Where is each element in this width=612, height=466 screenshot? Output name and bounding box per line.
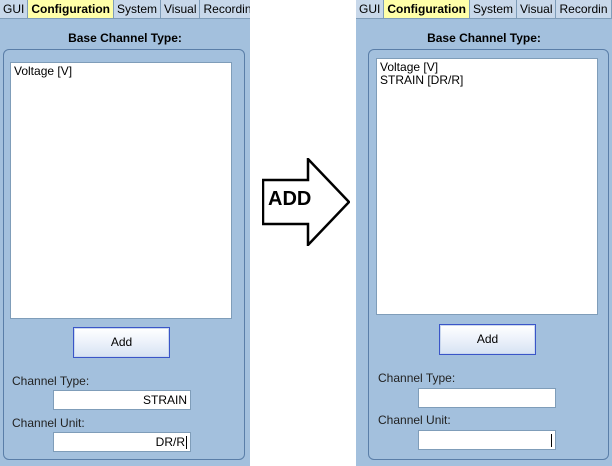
tab-visual[interactable]: Visual (161, 0, 201, 18)
tab-bar: GUI Configuration System Visual Recordin (0, 0, 250, 19)
add-button[interactable]: Add (73, 327, 170, 358)
channel-type-field[interactable]: STRAIN (53, 390, 191, 410)
channel-type-field[interactable] (418, 388, 556, 408)
channel-type-list[interactable]: Voltage [V] (10, 62, 232, 319)
tab-system[interactable]: System (470, 0, 518, 18)
channel-unit-field[interactable] (418, 430, 556, 450)
channel-unit-field[interactable]: DR/R (53, 432, 191, 452)
list-item[interactable]: Voltage [V] (14, 64, 73, 78)
tab-system[interactable]: System (114, 0, 162, 18)
tab-visual[interactable]: Visual (517, 0, 557, 18)
channel-type-label: Channel Type: (12, 374, 90, 388)
tab-gui[interactable]: GUI (356, 0, 385, 18)
text-caret (186, 436, 187, 450)
tab-configuration[interactable]: Configuration (28, 0, 114, 18)
tab-recording[interactable]: Recordin (556, 0, 612, 18)
group-title: Base Channel Type: (68, 31, 182, 45)
list-item[interactable]: Voltage [V] (380, 60, 439, 74)
after-screenshot: GUI Configuration System Visual Recordin… (356, 0, 612, 466)
channel-unit-value: DR/R (155, 435, 185, 449)
arrow-label: ADD (268, 188, 312, 210)
tab-gui[interactable]: GUI (0, 0, 29, 18)
tab-recording[interactable]: Recordin (200, 0, 250, 18)
add-arrow-icon (262, 158, 350, 246)
before-screenshot: GUI Configuration System Visual Recordin… (0, 0, 250, 466)
channel-unit-label: Channel Unit: (378, 413, 451, 427)
channel-type-list[interactable]: Voltage [V] STRAIN [DR/R] (376, 58, 598, 315)
text-caret (551, 434, 552, 448)
add-button[interactable]: Add (439, 324, 536, 355)
tab-bar: GUI Configuration System Visual Recordin (356, 0, 612, 19)
channel-type-label: Channel Type: (378, 371, 456, 385)
channel-unit-label: Channel Unit: (12, 416, 85, 430)
group-title: Base Channel Type: (427, 31, 541, 45)
tab-configuration[interactable]: Configuration (384, 0, 470, 18)
list-item[interactable]: STRAIN [DR/R] (380, 73, 464, 87)
